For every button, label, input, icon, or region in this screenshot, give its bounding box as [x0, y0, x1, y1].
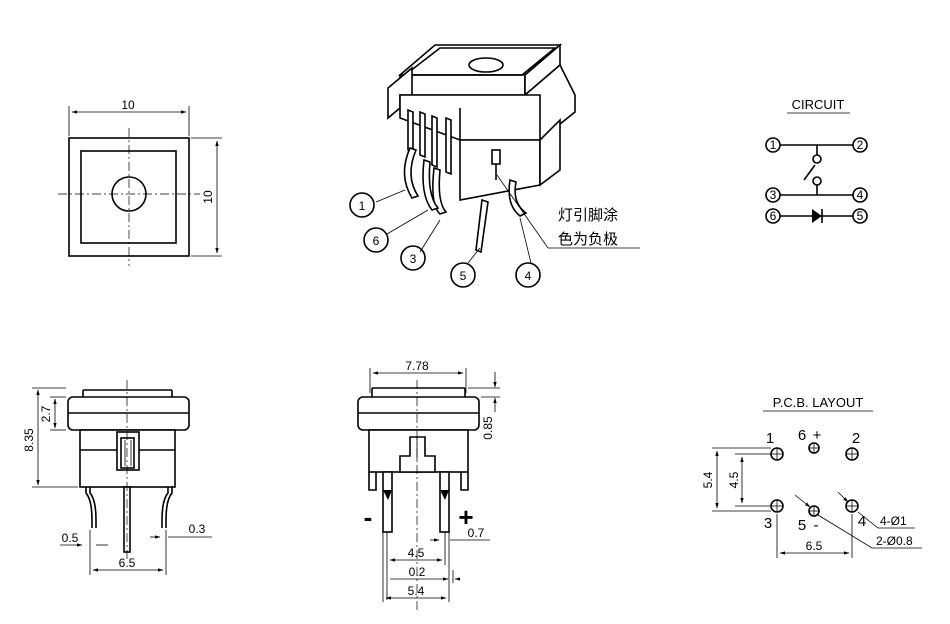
- front-width-label: 7.78: [405, 359, 429, 373]
- iso-pin-6: [422, 158, 440, 211]
- pcb-title: P.C.B. LAYOUT: [773, 395, 864, 410]
- pcb-dim-45: 4.5: [727, 471, 741, 488]
- iso-pin-label-6: 6: [373, 234, 380, 248]
- pcb-label-3: 3: [764, 515, 772, 532]
- circuit-node-6: 6: [770, 209, 777, 223]
- iso-pin-5: [475, 198, 489, 254]
- plus-sign: +: [458, 502, 473, 532]
- pcb-hole-2: [845, 447, 859, 461]
- iso-pin-3: [432, 166, 448, 215]
- side-pin-width-label: 0.5: [62, 531, 79, 545]
- front-minus-pin: [382, 471, 393, 533]
- pcb-hole-4: [845, 499, 859, 513]
- iso-pin-label-3: 3: [410, 252, 417, 266]
- pcb-label-6: 6: [798, 427, 806, 444]
- switch-contact: [803, 164, 816, 181]
- pcb-label-5: 5: [798, 517, 806, 534]
- side-pin-thick-label: 0.3: [189, 522, 206, 536]
- pcb-dim-65: 6.5: [806, 539, 823, 553]
- front-gap-label: 0.85: [481, 416, 495, 440]
- front-d2-label: 5.4: [408, 584, 425, 598]
- pcb-label-4: 4: [858, 513, 866, 530]
- top-height-label: 10: [201, 190, 215, 204]
- circuit-node-1: 1: [770, 138, 777, 152]
- led-diode-icon: [812, 209, 822, 223]
- iso-pin-1: [403, 147, 420, 199]
- top-view-inner: [80, 150, 177, 244]
- iso-pin-label-5: 5: [460, 269, 467, 283]
- led-note-line1: 灯引脚涂: [558, 206, 618, 224]
- pcb-dim-54: 5.4: [701, 471, 715, 488]
- circuit-node-5: 5: [857, 209, 864, 223]
- pcb-hole-5: [808, 505, 820, 517]
- circuit-title: CIRCUIT: [792, 97, 845, 112]
- front-view: - + 7.78 0.85 0.7 4.5 0.2 5.4: [357, 359, 500, 610]
- pcb-label-1: 1: [766, 430, 774, 447]
- iso-lens: [468, 57, 504, 73]
- minus-sign: -: [364, 502, 373, 532]
- pcb-label-5-sign: -: [814, 517, 819, 534]
- pcb-label-2: 2: [852, 430, 860, 447]
- iso-pin-4: [508, 178, 528, 217]
- top-width-label: 10: [121, 98, 135, 112]
- pcb-hole-3: [770, 499, 784, 513]
- circuit-node-3: 3: [770, 188, 777, 202]
- circuit-node-4: 4: [857, 188, 864, 202]
- front-pitch-label: 4.5: [408, 546, 425, 560]
- pcb-hole-spec-1: 4-Ø1: [880, 514, 907, 528]
- iso-pin-label-4: 4: [525, 269, 532, 283]
- side-height-label: 8.35: [22, 428, 36, 452]
- pcb-layout: P.C.B. LAYOUT 1 6 + 2 3 5 - 4 5.4 4.5 6.…: [701, 395, 922, 558]
- side-cap-label: 2.7: [39, 405, 53, 422]
- pcb-hole-1: [770, 447, 784, 461]
- circuit-diagram: CIRCUIT 1 2 3 4 6 5: [765, 97, 868, 224]
- pcb-hole-6: [808, 442, 820, 454]
- side-pitch-label: 6.5: [119, 556, 136, 570]
- front-plus-pin: [439, 471, 450, 533]
- led-note-line2: 色为负极: [558, 230, 618, 248]
- pcb-label-6-sign: +: [813, 427, 822, 444]
- circuit-node-2: 2: [857, 138, 864, 152]
- front-led-pin-label: 0.7: [468, 526, 485, 540]
- front-d1-label: 0.2: [409, 565, 426, 579]
- iso-pin-label-1: 1: [359, 199, 366, 213]
- iso-view: 1 6 3 5 4 灯引脚涂 色为负极: [349, 43, 640, 288]
- pcb-hole-spec-2: 2-Ø0.8: [876, 534, 913, 548]
- side-view: 8.35 2.7 0.5 0.3 6.5: [22, 380, 212, 575]
- top-view: 10 10: [58, 98, 222, 266]
